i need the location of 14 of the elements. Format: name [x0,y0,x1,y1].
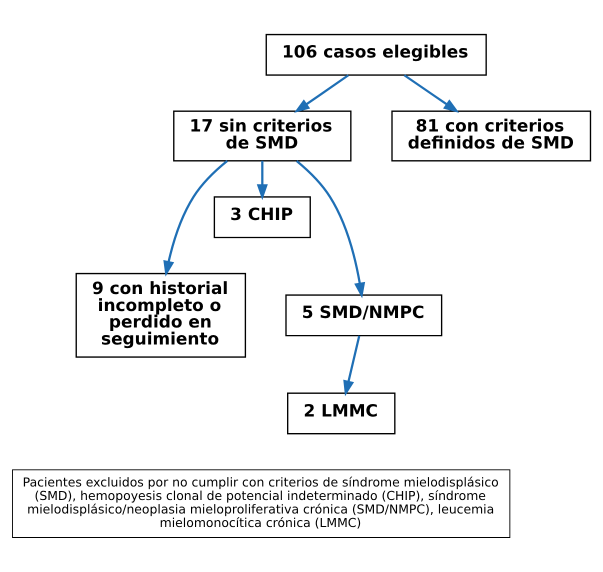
arrow [404,74,460,113]
node-box: 3 CHIP [214,196,311,238]
arrow [343,336,360,396]
arrow [163,160,228,277]
node-box: 17 sin criterios de SMD [173,110,352,162]
node-box: Pacientes excluidos por no cumplir con criterios de síndrome mielodisplásico (SMD), hemopoyesis clonal de potencial indeterminado (CHIP), síndrome mielodisplásico/neoplasia mieloproliferativa crónica (SMD/NMPC), leucemia mielomonocítica crónica (LMMC) [12,469,510,538]
node-box: 2 LMMC [287,392,396,434]
arrow [296,160,366,298]
arrow [256,160,268,200]
node-box: 9 con historial incompleto o perdido en seguimiento [76,272,246,358]
arrow [294,74,349,113]
node-box: 106 casos elegibles [266,34,487,76]
node-box: 81 con criterios definidos de SMD [391,110,592,162]
node-box: 5 SMD/NMPC [285,294,442,336]
